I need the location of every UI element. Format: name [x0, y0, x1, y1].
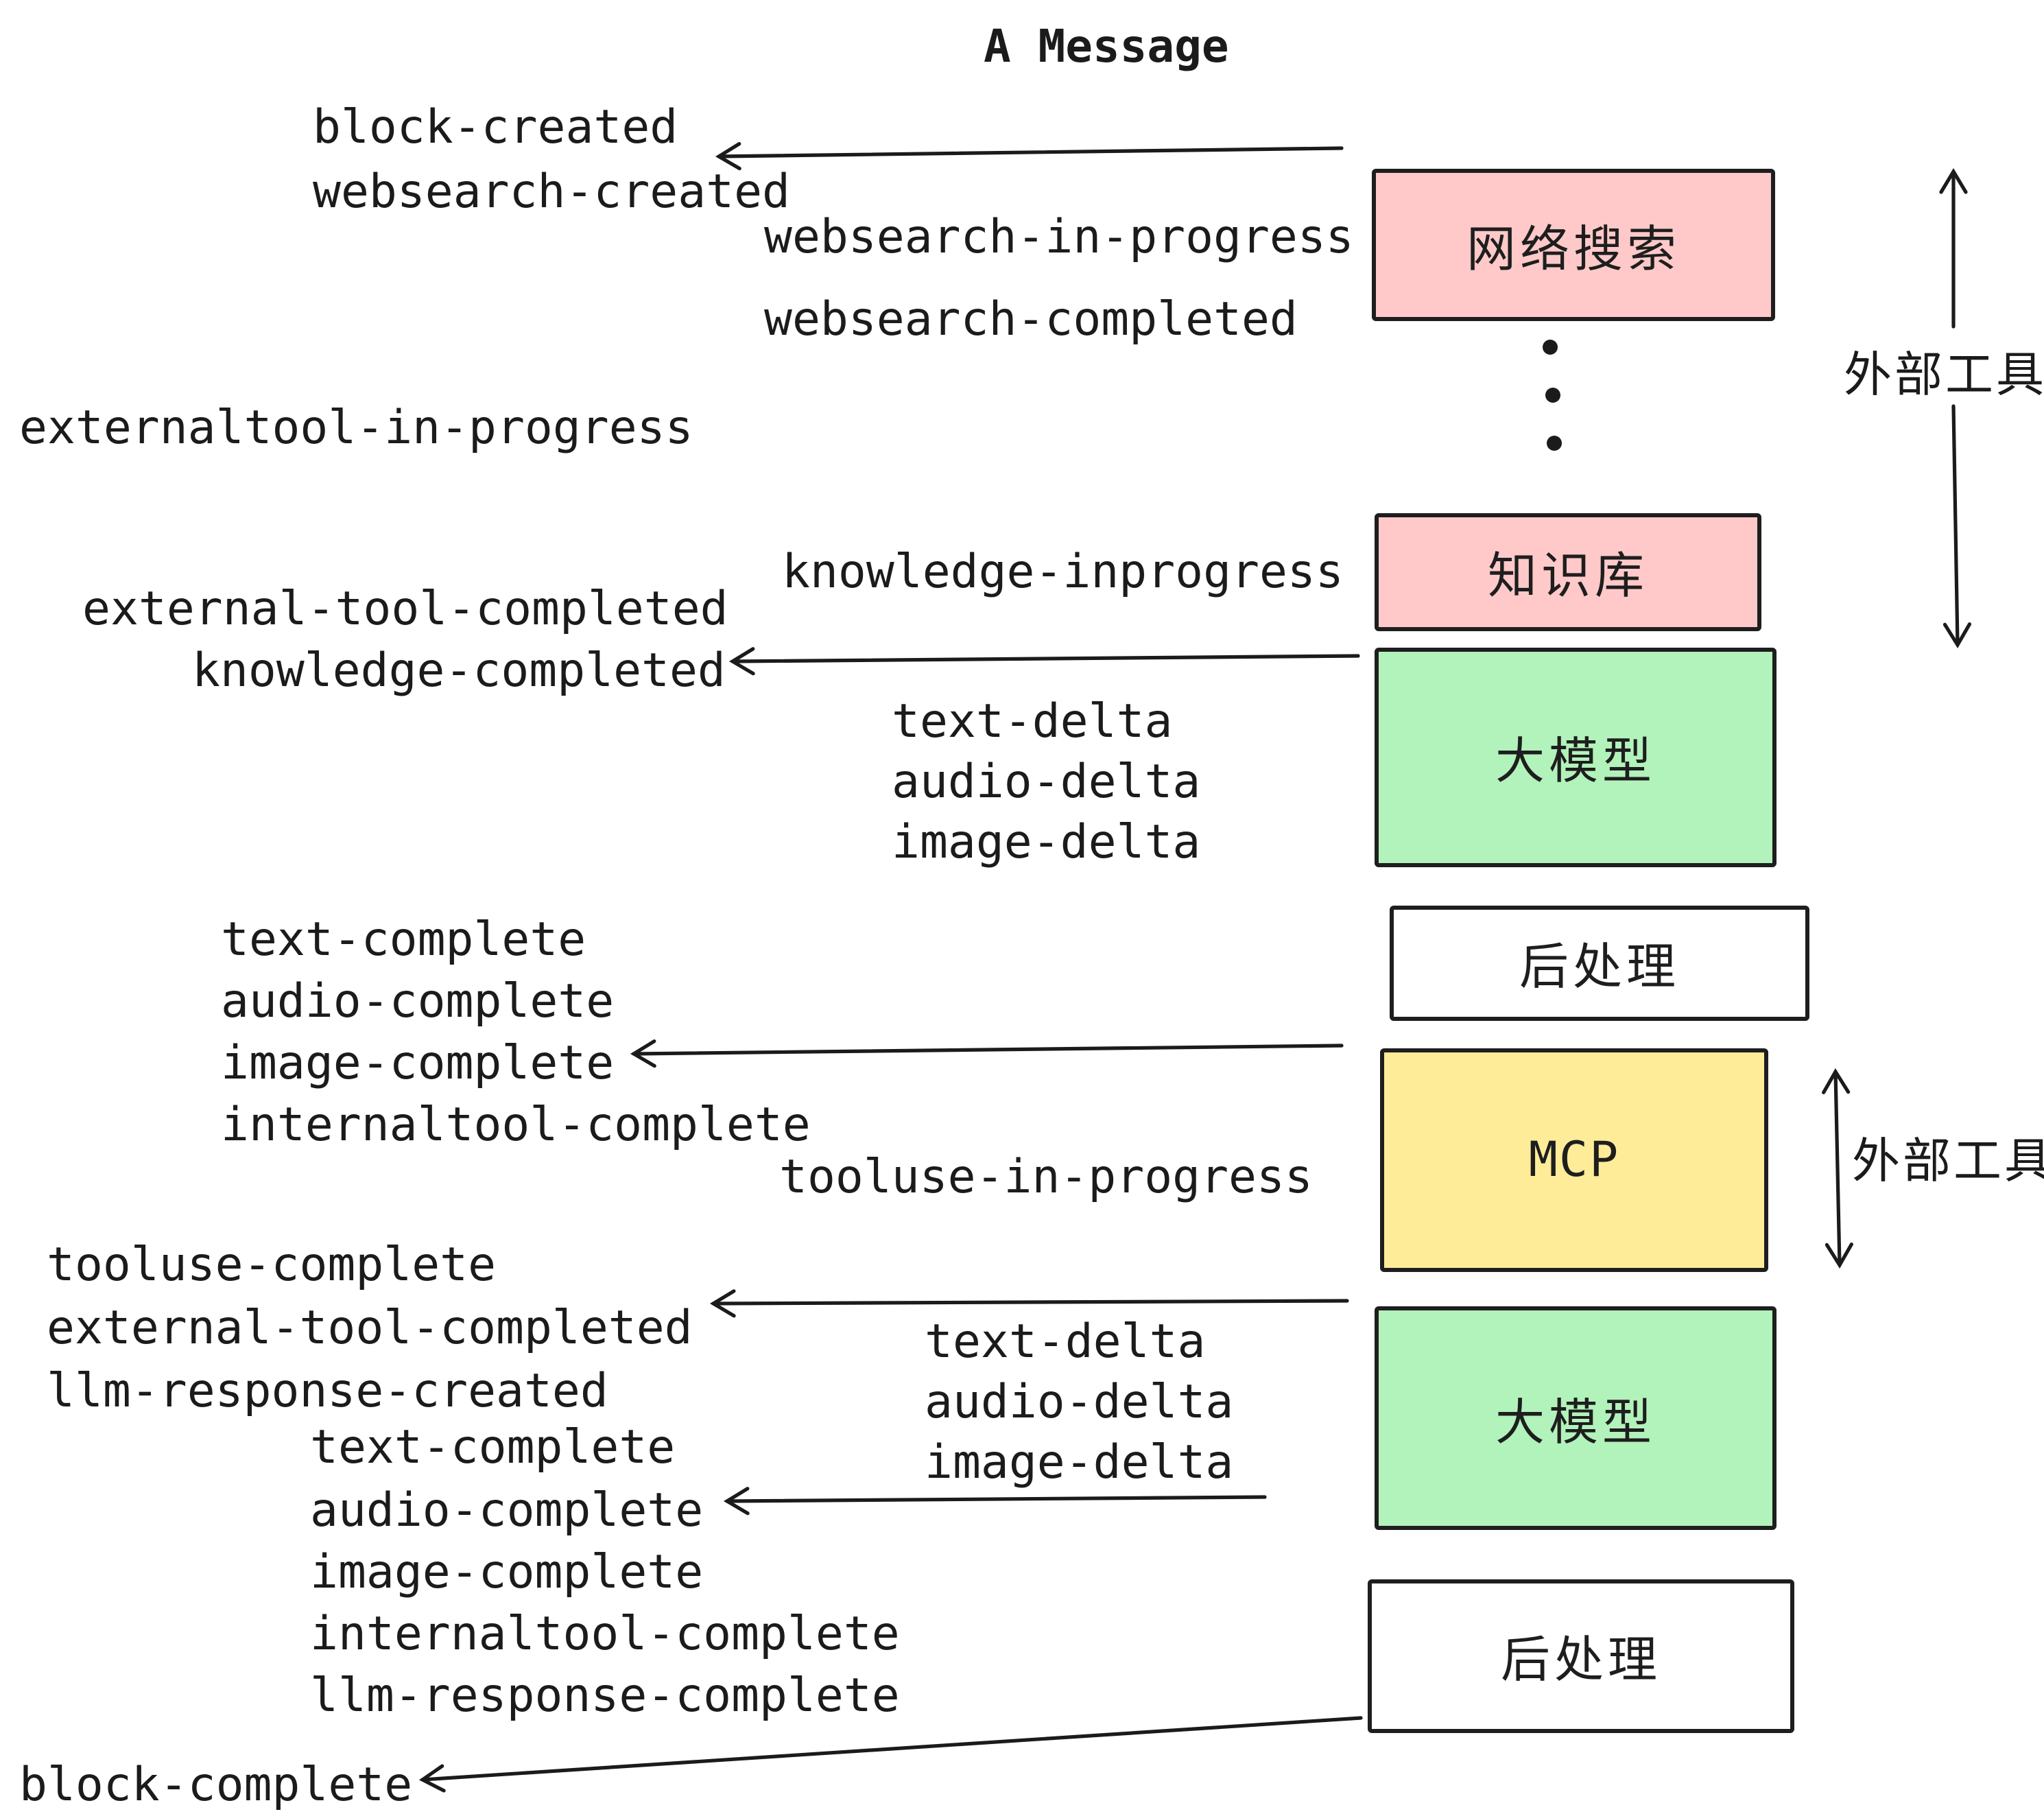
external-tools-label-top: 外部工具 [1844, 349, 2044, 403]
event-label-websearch-in-progress: websearch-in-progress [764, 210, 1354, 265]
box-websearch: 网络搜索 [1372, 169, 1775, 321]
event-label-knowledge-inprogress: knowledge-inprogress [782, 545, 1344, 600]
box-llm-2-label: 大模型 [1495, 1395, 1656, 1451]
box-post-2-label: 后处理 [1500, 1633, 1661, 1689]
box-websearch-label: 网络搜索 [1466, 222, 1680, 278]
event-label-llm-response-created: llm-response-created [47, 1364, 608, 1419]
event-label-audio-complete: audio-complete [221, 974, 615, 1029]
box-post-1: 后处理 [1390, 906, 1809, 1021]
box-mcp-label: MCP [1528, 1133, 1620, 1188]
event-label-external-tool-completed-2: external-tool-completed [47, 1301, 693, 1356]
arrow-to-image-complete [630, 1039, 1344, 1068]
external-tools-label-mid: 外部工具 [1852, 1135, 2044, 1190]
event-label-internaltool-complete-2: internaltool-complete [310, 1607, 900, 1662]
event-label-text-complete-2: text-complete [310, 1420, 676, 1475]
box-post-1-label: 后处理 [1519, 940, 1680, 996]
event-label-websearch-created: websearch-created [313, 165, 790, 220]
box-knowledge: 知识库 [1375, 513, 1761, 631]
box-post-2: 后处理 [1368, 1579, 1794, 1733]
event-label-externaltool-in-progress: externaltool-in-progress [19, 401, 693, 456]
arrow-to-knowledge-completed [728, 647, 1360, 676]
event-label-knowledge-completed: knowledge-completed [192, 644, 726, 698]
box-mcp: MCP [1380, 1048, 1768, 1272]
event-label-internaltool-complete: internaltool-complete [221, 1098, 811, 1153]
box-llm-1: 大模型 [1375, 648, 1776, 867]
event-label-llm-response-complete: llm-response-complete [310, 1669, 900, 1723]
diagram-title: A Message [984, 19, 1229, 73]
event-label-websearch-completed: websearch-completed [764, 292, 1298, 347]
event-label-image-delta: image-delta [892, 815, 1201, 870]
event-label-tooluse-complete: tooluse-complete [47, 1238, 497, 1293]
event-label-image-complete-2: image-complete [310, 1545, 704, 1600]
box-knowledge-label: 知识库 [1487, 549, 1648, 605]
ellipsis-dots [1543, 340, 1562, 451]
arrow-to-audio-complete [723, 1487, 1267, 1516]
box-llm-1-label: 大模型 [1495, 734, 1656, 790]
event-label-tooluse-in-progress: tooluse-in-progress [779, 1150, 1313, 1205]
event-label-text-delta-2: text-delta [925, 1315, 1206, 1369]
event-label-audio-delta: audio-delta [892, 755, 1201, 810]
external-tools-arrow-down [1942, 404, 1972, 649]
event-label-block-complete: block-complete [19, 1758, 413, 1813]
event-label-audio-complete-2: audio-complete [310, 1483, 704, 1538]
arrow-to-block-complete [418, 1716, 1363, 1793]
external-tools-double-arrow [1822, 1068, 1853, 1269]
event-label-text-delta: text-delta [892, 694, 1173, 749]
event-label-block-created: block-created [313, 100, 678, 155]
event-label-external-tool-completed: external-tool-completed [82, 582, 728, 637]
event-label-audio-delta-2: audio-delta [925, 1375, 1234, 1430]
event-label-image-complete: image-complete [221, 1036, 615, 1091]
arrow-to-tooluse-complete [709, 1289, 1349, 1318]
event-label-text-complete: text-complete [221, 912, 586, 967]
box-llm-2: 大模型 [1375, 1306, 1776, 1530]
arrow-to-block-created [715, 142, 1344, 171]
event-label-image-delta-2: image-delta [925, 1435, 1234, 1490]
